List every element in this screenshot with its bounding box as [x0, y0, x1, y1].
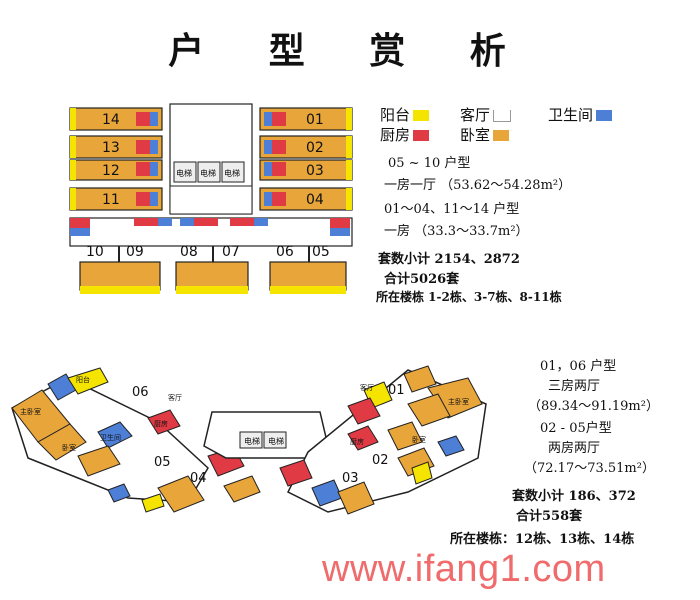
unit-label-01: 01	[306, 112, 324, 128]
lower-subtotal: 套数小计 186、372	[512, 489, 636, 504]
upper-floor-plan: 14 13 12 11 01 02 03 04 10 09 08 07 06 0…	[66, 100, 356, 300]
unit-label-13: 13	[102, 140, 120, 156]
legend-kitchen: 厨房	[380, 124, 430, 145]
unit-label-04: 04	[190, 471, 207, 486]
lower-type1-area: （89.34～91.19m²）	[528, 399, 659, 414]
elevator-label: 电梯	[244, 436, 260, 446]
legend-bedroom: 卧室	[460, 124, 510, 145]
room-label-master: 主卧室	[448, 397, 469, 406]
lower-type2-rooms: 两房两厅	[548, 441, 601, 456]
elevator-label: 电梯	[224, 168, 240, 178]
legend-bath: 卫生间	[548, 104, 613, 125]
legend-label: 客厅	[460, 106, 491, 124]
unit-label-10: 10	[86, 244, 104, 260]
unit-label-08: 08	[180, 244, 198, 260]
unit-label-06: 06	[132, 385, 149, 400]
room-label-kitchen: 厨房	[154, 419, 168, 428]
unit-label-02: 02	[372, 453, 389, 468]
unit-label-11: 11	[102, 192, 120, 208]
upper-type2-name: 01～04、11～14 户型	[384, 202, 520, 217]
balcony-swatch	[413, 110, 430, 121]
legend-label: 阳台	[380, 106, 411, 124]
unit-label-14: 14	[102, 112, 120, 128]
upper-subtotal: 套数小计 2154、2872	[378, 252, 520, 267]
unit-label-07: 07	[222, 244, 240, 260]
left-wing	[11, 367, 261, 513]
bedroom-swatch	[493, 130, 510, 141]
unit-label-03: 03	[306, 163, 324, 179]
kitchen-swatch	[413, 130, 430, 141]
room-label-living: 客厅	[360, 383, 374, 392]
core	[169, 103, 253, 215]
upper-type1-name: 05 ~ 10 户型	[388, 156, 471, 171]
elevator-label: 电梯	[176, 168, 192, 178]
legend-balcony: 阳台	[380, 104, 430, 125]
lower-type1-rooms: 三房两厅	[548, 379, 601, 394]
room-label-balcony: 阳台	[76, 375, 90, 384]
elevator-label: 电梯	[268, 436, 284, 446]
lower-total: 合计558套	[516, 509, 583, 524]
legend-label: 卫生间	[548, 106, 594, 124]
room-label-master: 主卧室	[20, 407, 41, 416]
room-label-bedroom: 卧室	[412, 435, 426, 444]
unit-label-09: 09	[126, 244, 144, 260]
unit-label-02: 02	[306, 140, 324, 156]
lower-core	[203, 411, 329, 459]
legend-label: 厨房	[380, 126, 411, 144]
page-title: 户 型 赏 析	[168, 30, 532, 72]
lower-type2-area: （72.17～73.51m²）	[524, 461, 655, 476]
room-label-living: 客厅	[168, 393, 182, 402]
upper-buildings: 所在楼栋 1-2栋、3-7栋、8-11栋	[376, 290, 562, 304]
unit-label-12: 12	[102, 163, 120, 179]
lower-type1-name: 01，06 户型	[540, 359, 617, 374]
legend-label: 卧室	[460, 126, 491, 144]
bottom-units	[69, 217, 353, 294]
living-swatch	[493, 109, 512, 122]
watermark: www.ifang1.com	[322, 548, 606, 590]
legend-living: 客厅	[460, 104, 512, 125]
right-units	[259, 107, 353, 211]
lower-type2-name: 02 - 05户型	[540, 421, 612, 436]
lower-floor-plan: 06 05 04 01 02 03 主卧室 卧室 客厅 厨房 卫生间 阳台 电梯…	[11, 365, 487, 515]
right-wing	[279, 365, 487, 515]
upper-total: 合计5026套	[384, 272, 460, 287]
room-label-kitchen: 厨房	[350, 437, 364, 446]
upper-type2-desc: 一房 （33.3～33.7m²）	[384, 224, 529, 239]
lower-buildings: 所在楼栋：12栋、13栋、14栋	[450, 532, 635, 547]
bath-swatch	[596, 110, 613, 121]
left-units	[69, 107, 163, 211]
room-label-bath: 卫生间	[100, 433, 121, 442]
upper-type1-desc: 一房一厅 （53.62～54.28m²）	[384, 178, 572, 193]
unit-label-05: 05	[312, 244, 330, 260]
unit-label-05: 05	[154, 455, 171, 470]
unit-label-04: 04	[306, 192, 324, 208]
unit-label-06: 06	[276, 244, 294, 260]
elevator-label: 电梯	[200, 168, 216, 178]
unit-label-03: 03	[342, 471, 359, 486]
unit-label-01: 01	[388, 383, 405, 398]
room-label-bedroom: 卧室	[62, 443, 76, 452]
